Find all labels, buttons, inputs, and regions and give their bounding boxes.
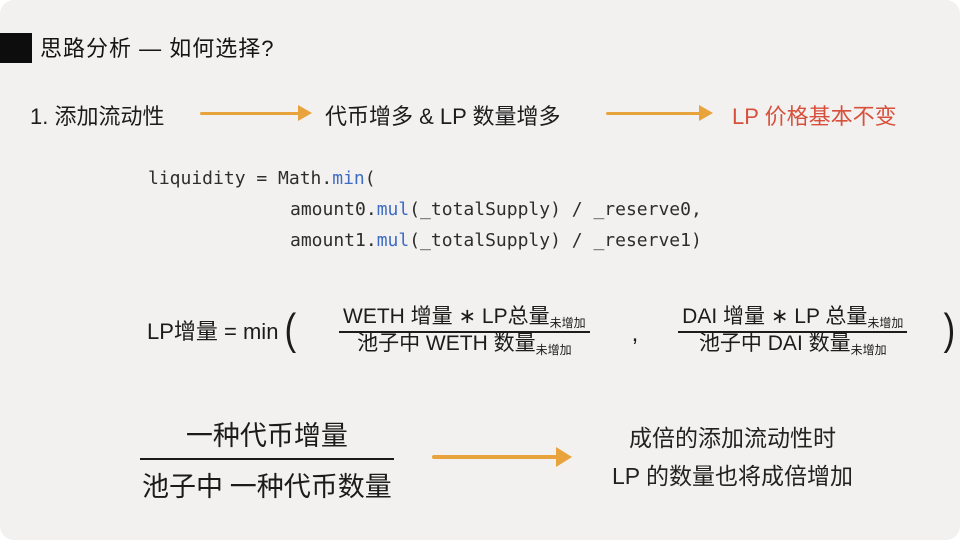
numerator-subscript: 未增加 [867,316,904,330]
code-text: ( [364,168,376,189]
code-line-3: amount1.mul(_totalSupply) / _reserve1) [290,225,702,256]
code-line-1: liquidity = Math.min( [148,163,702,194]
formula-separator: , [631,319,639,347]
page-title: 思路分析 — 如何选择? [40,36,275,61]
arrow-head [699,105,713,121]
numerator-text: DAI 增量 ∗ LP 总量 [682,305,868,328]
code-block: liquidity = Math.min( amount0.mul(_total… [148,163,702,256]
conclusion-arrow-icon [432,447,572,467]
code-text: liquidity = Math. [148,168,333,189]
fraction-denominator: 池子中 DAI 数量未增加 [698,329,887,358]
code-text: (_totalSupply) / _reserve1) [409,230,702,251]
code-keyword: mul [376,199,410,220]
conclusion-line-1: 成倍的添加流动性时 [629,425,836,451]
numerator-text: WETH 增量 ∗ LP总量 [343,305,550,328]
lp-formula: LP增量 = min ( WETH 增量 ∗ LP总量未增加 池子中 WETH … [147,303,960,358]
denominator-text: 池子中 WETH 数量 [357,332,536,356]
title-bullet-square [0,33,32,63]
denominator-subscript: 未增加 [535,343,572,358]
code-text: (_totalSupply) / _reserve0, [409,199,702,220]
formula-fraction-weth: WETH 增量 ∗ LP总量未增加 池子中 WETH 数量未增加 [301,303,627,358]
arrow-head [298,105,312,121]
code-keyword: mul [376,230,410,251]
code-text: amount1. [290,230,377,251]
fraction-denominator: 池子中 一种代币数量 [142,472,392,502]
conclusion-line-2: LP 的数量也将成倍增加 [611,463,854,489]
arrow-shaft [432,455,560,459]
fraction-numerator: 一种代币增量 [140,414,394,460]
code-keyword: min [332,168,365,189]
flow-arrow-icon [606,105,713,121]
formula-lhs: LP增量 = min [147,319,279,345]
denominator-subscript: 未增加 [850,343,887,358]
arrow-shaft [606,111,703,115]
fraction-numerator: WETH 增量 ∗ LP总量未增加 [339,305,590,333]
conclusion-fraction: 一种代币增量 池子中 一种代币数量 [140,414,394,504]
code-text: amount0. [290,199,377,220]
formula-open-paren: ( [284,305,297,355]
flow-result-label: LP 价格基本不变 [732,104,897,129]
fraction-denominator: 池子中 WETH 数量未增加 [357,329,572,358]
numerator-subscript: 未增加 [549,316,586,330]
formula-fraction-dai: DAI 增量 ∗ LP 总量未增加 池子中 DAI 数量未增加 [646,303,939,358]
flow-arrow-icon [200,105,312,121]
fraction-numerator: DAI 增量 ∗ LP 总量未增加 [678,305,908,333]
conclusion-text: 成倍的添加流动性时 LP 的数量也将成倍增加 [580,419,885,495]
denominator-text: 池子中 DAI 数量 [698,332,851,356]
arrow-shaft [200,111,302,115]
flow-effect-label: 代币增多 & LP 数量增多 [325,104,561,129]
flow-step-label: 1. 添加流动性 [30,104,165,129]
arrow-head [556,447,572,467]
formula-close-paren: ) [943,305,956,355]
code-line-2: amount0.mul(_totalSupply) / _reserve0, [290,194,702,225]
